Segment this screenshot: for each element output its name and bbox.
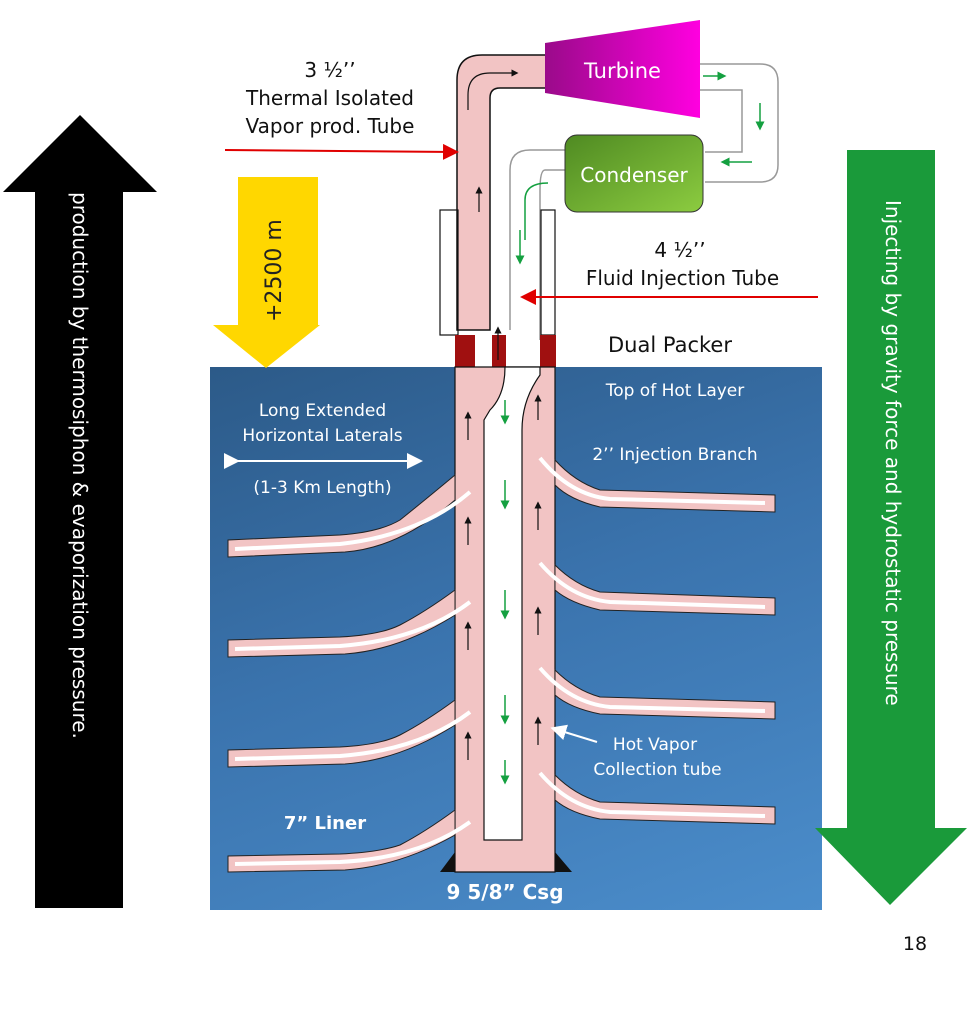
page-number: 18 <box>902 933 928 955</box>
condenser-label: Condenser <box>580 163 688 187</box>
left-laterals <box>227 473 456 873</box>
production-arrow-label: production by thermosiphon & evaporizati… <box>68 192 92 739</box>
turbine-condenser-loop <box>509 63 779 340</box>
turbine-label: Turbine <box>584 59 661 83</box>
injection-branch-label: 2’’ Injection Branch <box>592 445 758 465</box>
depth-arrow <box>213 177 320 368</box>
vapor-tube-size-label: 3 ½’’ <box>304 58 356 82</box>
dual-packer-label: Dual Packer <box>608 333 732 357</box>
vapor-tube-name-line1: Thermal Isolated <box>246 86 414 110</box>
depth-label: +2500 m <box>262 219 287 322</box>
casing-label: 9 5/8” Csg <box>446 880 564 904</box>
injection-tube-size-label: 4 ½’’ <box>654 238 706 262</box>
injection-arrow-label: Injecting by gravity force and hydrostat… <box>881 200 905 706</box>
liner-label: 7” Liner <box>283 813 367 834</box>
vapor-production-tube <box>456 54 549 331</box>
production-arrow <box>3 115 157 908</box>
vapor-tube-name-line2: Vapor prod. Tube <box>245 114 415 138</box>
hot-vapor-label-line1: Hot Vapor <box>612 735 698 755</box>
hot-vapor-label-line2: Collection tube <box>593 760 722 780</box>
top-hot-layer-label: Top of Hot Layer <box>605 381 745 401</box>
vapor-tube-pointer <box>224 143 459 160</box>
laterals-label-line2: Horizontal Laterals <box>242 426 403 446</box>
turbine <box>545 20 700 118</box>
main-casing <box>440 366 572 873</box>
injection-tube-name-label: Fluid Injection Tube <box>585 266 780 290</box>
dual-packer <box>455 335 556 367</box>
hot-vapor-pointer <box>550 724 598 743</box>
condenser <box>564 134 704 213</box>
laterals-length-label: (1-3 Km Length) <box>253 478 392 498</box>
laterals-label-line1: Long Extended <box>258 401 387 421</box>
injection-arrow <box>815 150 967 905</box>
